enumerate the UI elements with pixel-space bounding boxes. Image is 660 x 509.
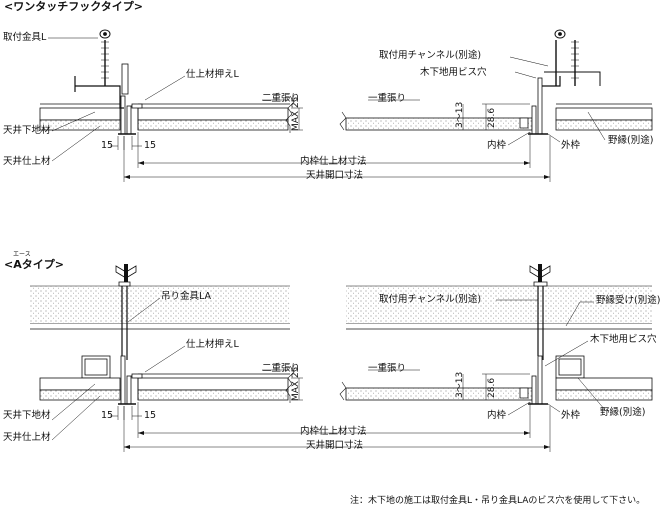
s2-label-channel: 取付用チャンネル(別途): [379, 294, 482, 305]
s2-label-joist: 野縁(別途): [600, 407, 646, 418]
s1-label-base: 天井下地材: [3, 125, 51, 136]
s2-label-outer-frame: 外枠: [561, 410, 581, 421]
s1-label-screw-hole: 木下地用ビス穴: [420, 67, 487, 78]
s2-label-double: 二重張り: [262, 363, 301, 374]
s1-label-outer-frame: 外枠: [561, 140, 581, 151]
s2-label-base: 天井下地材: [3, 410, 51, 421]
footnote: 注：木下地の施工は取付金具L・吊り金具LAのビス穴を使用して下さい。: [350, 496, 646, 506]
s2-dim-15b: 15: [144, 410, 157, 421]
s1-label-channel: 取付用チャンネル(別途): [379, 50, 482, 61]
s2-dim-opening: 天井開口寸法: [306, 440, 364, 451]
s1-dim-inner: 内枠仕上材寸法: [300, 156, 367, 167]
s1-label-hanger: 取付金具L: [3, 32, 47, 43]
s1-dim-15b: 15: [144, 140, 157, 151]
s2-label-finish: 天井仕上材: [3, 432, 51, 443]
s2-label-single: 一重張り: [368, 363, 407, 374]
s1-base-board-right: [555, 107, 653, 121]
s2-dim-max25: MAX 25: [291, 366, 301, 401]
s1-inner-panel-double: [137, 107, 289, 121]
s1-dim-gap: 3～13: [455, 101, 465, 128]
section-2-ruby: エース: [13, 251, 31, 258]
s2-label-finish-holder: 仕上材押えL: [186, 339, 239, 350]
s2-label-inner-frame: 内枠: [487, 410, 507, 421]
section-1-heading: <ワンタッチフックタイプ>: [4, 0, 143, 13]
section-2-drawing: [30, 264, 653, 452]
section-1-drawing: [39, 29, 653, 182]
section-2-heading: <Aタイプ>: [4, 258, 64, 271]
s1-inner-panel-single: [345, 117, 533, 131]
s2-label-joist-support: 野縁受け(別途): [596, 295, 660, 306]
s1-label-finish: 天井仕上材: [3, 156, 51, 167]
s1-label-single: 一重張り: [368, 93, 407, 104]
s1-label-joist: 野縁(別途): [608, 135, 654, 146]
s2-dim-gap: 3～13: [455, 371, 465, 398]
s1-label-inner-frame: 内枠: [487, 140, 507, 151]
s1-label-double: 二重張り: [262, 93, 301, 104]
s2-dim-15a: 15: [101, 410, 114, 421]
s2-dim-inner: 内枠仕上材寸法: [300, 426, 367, 437]
s2-label-screw-hole: 木下地用ビス穴: [590, 334, 657, 345]
s2-label-hanger: 吊り金具LA: [161, 291, 212, 302]
s1-dim-height: 28.6: [487, 107, 497, 128]
s1-base-board-left: [39, 107, 121, 121]
s1-label-finish-holder: 仕上材押えL: [186, 69, 239, 80]
s2-dim-height: 28.6: [487, 377, 497, 398]
s1-dim-max25: MAX 25: [291, 96, 301, 131]
s1-dim-15a: 15: [101, 140, 114, 151]
s1-dim-opening: 天井開口寸法: [306, 170, 364, 181]
s1-finish-board-left: [39, 119, 121, 131]
